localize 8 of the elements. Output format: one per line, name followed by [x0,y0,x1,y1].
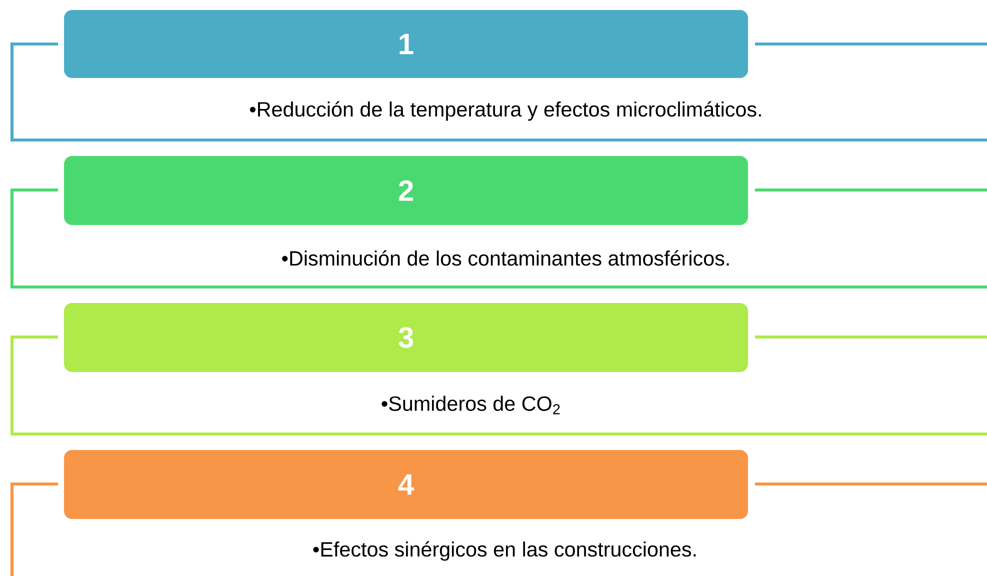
number-box: 1 [64,10,748,78]
description-text: •Sumideros de CO$_{2}$ [382,396,560,414]
description-text: •Efectos sinérgicos en las construcciones. [313,541,696,561]
number-box: 3 [64,303,748,372]
description-text: •Reducción de la temperatura y efectos microclimáticos. [250,101,761,121]
number-box: 4 [64,450,748,519]
description-text: •Disminución de los contaminantes atmosféricos. [282,250,729,266]
number-box: 2 [64,156,748,225]
